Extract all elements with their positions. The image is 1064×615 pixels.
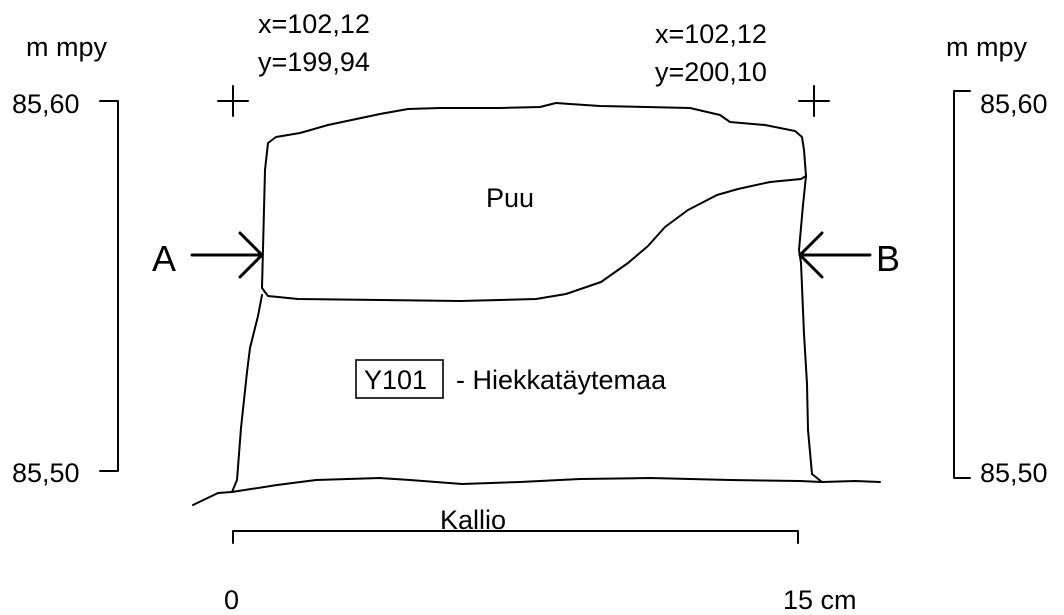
scale-start-label: 0	[224, 585, 239, 615]
scale-bar: 0 15 cm	[224, 530, 857, 615]
fill-left-wall	[231, 294, 263, 493]
fill-code-label: Y101	[364, 365, 427, 395]
right-bottom-elevation: 85,50	[980, 458, 1048, 488]
wood-label: Puu	[486, 183, 534, 213]
fill-right-wall	[798, 175, 823, 483]
section-arrow-b: B	[798, 231, 900, 279]
right-elevation-scale: m mpy 85,60 85,50	[946, 32, 1048, 488]
left-coordinate-marker: x=102,12 y=199,94	[217, 9, 370, 117]
bedrock-surface	[192, 477, 881, 506]
left-crosshair-icon	[217, 85, 249, 117]
right-y-coordinate: y=200,10	[655, 57, 767, 87]
left-top-elevation: 85,60	[12, 89, 80, 119]
scale-end-label: 15 cm	[783, 585, 857, 615]
right-scale-bracket	[953, 90, 971, 479]
left-elevation-scale: m mpy 85,60 85,50	[12, 32, 119, 488]
left-bottom-elevation: 85,50	[12, 458, 80, 488]
left-y-coordinate: y=199,94	[258, 47, 370, 77]
left-x-coordinate: x=102,12	[258, 9, 370, 39]
section-arrow-a: A	[152, 231, 264, 279]
arrow-right-icon	[190, 231, 264, 279]
right-x-coordinate: x=102,12	[655, 19, 767, 49]
right-crosshair-icon	[798, 85, 830, 117]
section-label-b: B	[876, 238, 900, 279]
arrow-left-icon	[798, 231, 872, 279]
left-unit-label: m mpy	[26, 32, 108, 62]
right-unit-label: m mpy	[946, 32, 1028, 62]
fill-description-label: - Hiekkatäytemaa	[456, 365, 667, 395]
right-top-elevation: 85,60	[980, 89, 1048, 119]
fill-code-box	[355, 359, 444, 399]
wood-outline	[261, 102, 807, 302]
section-label-a: A	[152, 238, 176, 279]
right-coordinate-marker: x=102,12 y=200,10	[655, 19, 830, 117]
left-scale-bracket	[99, 100, 119, 472]
scale-bar-line	[232, 530, 799, 544]
